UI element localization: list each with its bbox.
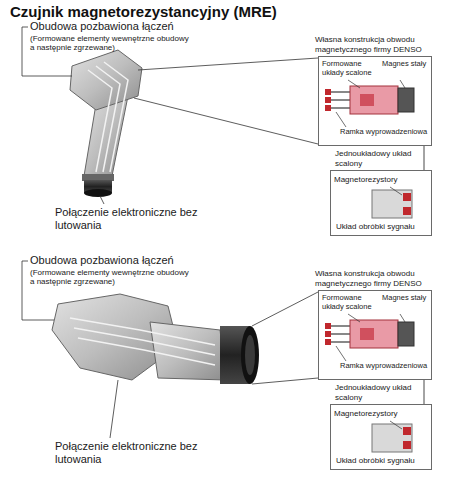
box-heading: Jednoukładowy układ scalony	[335, 383, 415, 403]
part-label: Ramka wyprowadzeniowa	[340, 128, 430, 137]
connector	[424, 380, 425, 404]
part-label: (Formowane elementy wewnętrzne obudowy a…	[30, 268, 195, 286]
chip-bottom-2	[372, 421, 412, 452]
part-label: Magnetorezystory	[334, 175, 412, 184]
chip-bottom-1	[325, 314, 414, 361]
box-heading: Własna konstrukcja obwodu magnetycznego …	[315, 269, 439, 289]
part-label: Połączenie elektroniczne bez lutowania	[55, 206, 205, 231]
part-label: Ramka wyprowadzeniowa	[340, 362, 430, 371]
connector	[424, 146, 425, 170]
sensor-bottom	[52, 294, 259, 384]
leader-lines	[22, 27, 318, 438]
part-label: Obudowa pozbawiona łączeń	[30, 254, 230, 267]
part-label: Formowane układy scalone	[322, 294, 380, 311]
box-heading: Jednoukładowy układ scalony	[335, 149, 415, 169]
part-label: Magnes stały	[382, 294, 430, 303]
diagram-title: Czujnik magnetorezystancyjny (MRE)	[10, 3, 277, 20]
part-label: Układ obróbki sygnału	[336, 222, 431, 231]
box-heading: Własna konstrukcja obwodu magnetycznego …	[315, 35, 439, 55]
part-label: Formowane układy scalone	[322, 60, 380, 77]
chip-top-1	[325, 80, 414, 127]
chip-top-2	[372, 187, 412, 218]
part-label: Połączenie elektroniczne bez lutowania	[55, 440, 205, 465]
sensor-top	[70, 50, 142, 197]
part-label: Obudowa pozbawiona łączeń	[30, 20, 230, 33]
part-label: Magnes stały	[382, 60, 430, 69]
part-label: Układ obróbki sygnału	[336, 456, 431, 465]
part-label: Magnetorezystory	[334, 409, 412, 418]
part-label: (Formowane elementy wewnętrzne obudowy a…	[30, 34, 195, 52]
